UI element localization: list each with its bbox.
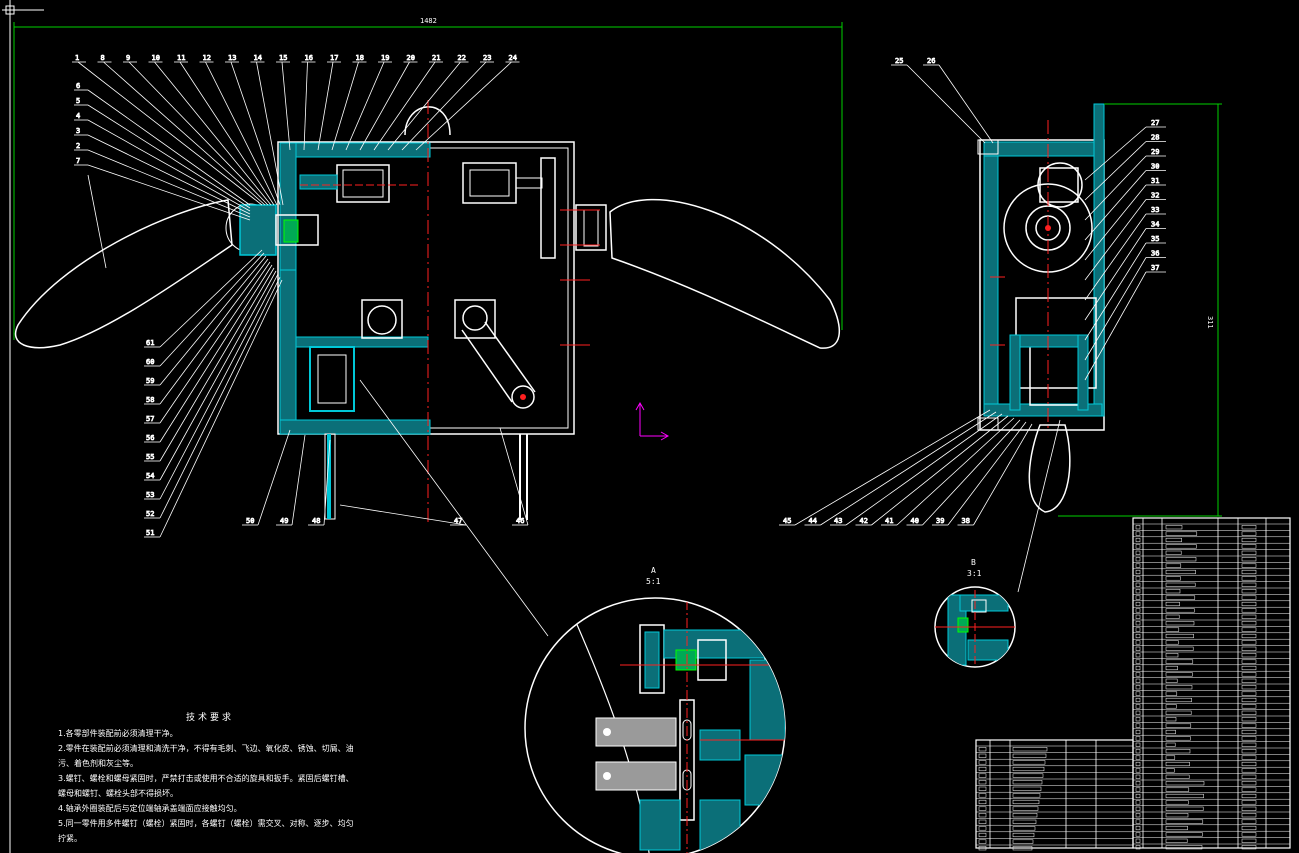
detail-a-view [524, 597, 786, 853]
callout-number: 35 [1151, 235, 1159, 243]
callout-number: 52 [146, 510, 154, 518]
callout-number: 15 [279, 54, 287, 62]
technical-requirement-line: 4.轴承外圈装配后与定位端轴承盖端面应接触均匀。 [58, 804, 242, 813]
side-height-dimension [1058, 103, 1222, 517]
detail-a-leader [359, 379, 549, 637]
callout-number: 38 [962, 517, 970, 525]
callout-number: 14 [254, 54, 262, 62]
callout-number: 6 [76, 82, 80, 90]
callout-number: 20 [407, 54, 415, 62]
callout-number: 56 [146, 434, 154, 442]
drawing-border [2, 0, 44, 853]
callout-number: 23 [483, 54, 491, 62]
callout-number: 11 [177, 54, 185, 62]
front-view [15, 100, 840, 525]
callout-number: 42 [860, 517, 868, 525]
callout-number: 43 [834, 517, 842, 525]
technical-requirements-title: 技术要求 [186, 713, 235, 723]
callout-number: 45 [783, 517, 791, 525]
right-handle [609, 198, 840, 349]
callout-number: 22 [458, 54, 466, 62]
callout-number: 61 [146, 339, 154, 347]
callout-number: 41 [885, 517, 893, 525]
callout-number: 34 [1151, 221, 1159, 229]
callout-number: 31 [1151, 177, 1159, 185]
callout-number: 33 [1151, 206, 1159, 214]
callout-number: 16 [305, 54, 313, 62]
callout-number: 58 [146, 396, 154, 404]
callout-number: 19 [381, 54, 389, 62]
callout-number: 28 [1151, 134, 1159, 142]
callout-number: 48 [312, 517, 320, 525]
callout-number: 1 [75, 54, 79, 62]
callout-number: 21 [432, 54, 440, 62]
side-view [977, 103, 1105, 513]
callout-number: 18 [356, 54, 364, 62]
detail-a-name: A [651, 566, 656, 575]
callout-number: 36 [1151, 250, 1159, 258]
ucs-icon [635, 401, 670, 441]
callout-number: 4 [76, 112, 80, 120]
technical-requirement-line: 螺母和螺钉、螺栓头部不得损坏。 [58, 789, 178, 798]
callout-number: 39 [936, 517, 944, 525]
callout-number: 49 [280, 517, 288, 525]
side-height-dim: 311 [1206, 316, 1214, 329]
parts-list-table [1132, 517, 1291, 850]
detail-a-scale: 5:1 [646, 577, 661, 586]
callout-number: 40 [911, 517, 919, 525]
callout-number: 57 [146, 415, 154, 423]
callout-number: 60 [146, 358, 154, 366]
technical-requirement-line: 5.同一零件用多件螺钉（螺栓）紧固时，各螺钉（螺栓）需交叉、对称、逐步、均匀 [58, 819, 354, 828]
callout-number: 50 [246, 517, 254, 525]
callout-number: 27 [1151, 119, 1159, 127]
overall-width-dim: 1482 [420, 17, 437, 25]
technical-requirement-line: 污、着色剂和灰尘等。 [58, 759, 138, 768]
callout-number: 17 [330, 54, 338, 62]
detail-b-scale: 3:1 [967, 569, 982, 578]
callout-number: 7 [76, 157, 80, 165]
technical-requirement-line: 2.零件在装配前必须清理和清洗干净，不得有毛刺、飞边、氧化皮、锈蚀、切屑、油 [58, 744, 354, 753]
callout-number: 10 [152, 54, 160, 62]
detail-b-name: B [971, 558, 976, 567]
callout-number: 37 [1151, 264, 1159, 272]
left-handle [15, 199, 233, 349]
callout-number: 54 [146, 472, 154, 480]
callout-number: 59 [146, 377, 154, 385]
side-view-leaders: 25 26 27 28 29 30 31 32 33 34 35 36 37 45 44 43 42 41 40 39… [779, 57, 1166, 526]
callout-number: 2 [76, 142, 80, 150]
callout-number: 24 [509, 54, 517, 62]
callout-number: 29 [1151, 148, 1159, 156]
callout-number: 25 [895, 57, 903, 65]
title-block [975, 739, 1134, 851]
callout-number: 32 [1151, 192, 1159, 200]
callout-number: 47 [454, 517, 462, 525]
callout-number: 55 [146, 453, 154, 461]
callout-number: 12 [203, 54, 211, 62]
technical-requirement-line: 3.螺钉、螺栓和螺母紧固时，严禁打击或使用不合适的旋具和扳手。紧固后螺钉槽、 [58, 774, 354, 783]
callout-number: 8 [101, 54, 105, 62]
callout-number: 30 [1151, 163, 1159, 171]
callout-number: 13 [228, 54, 236, 62]
technical-requirement-line: 拧紧。 [58, 834, 82, 843]
callout-number: 44 [809, 517, 817, 525]
callout-number: 51 [146, 529, 154, 537]
callout-number: 3 [76, 127, 80, 135]
technical-requirement-line: 1.各零部件装配前必须清理干净。 [58, 729, 178, 738]
detail-b-leader [1017, 419, 1061, 593]
overall-dimension [13, 22, 843, 340]
callout-number: 5 [76, 97, 80, 105]
callout-number: 53 [146, 491, 154, 499]
detail-b-view [934, 586, 1016, 668]
callout-number: 46 [516, 517, 524, 525]
callout-number: 9 [126, 54, 130, 62]
callout-number: 26 [927, 57, 935, 65]
